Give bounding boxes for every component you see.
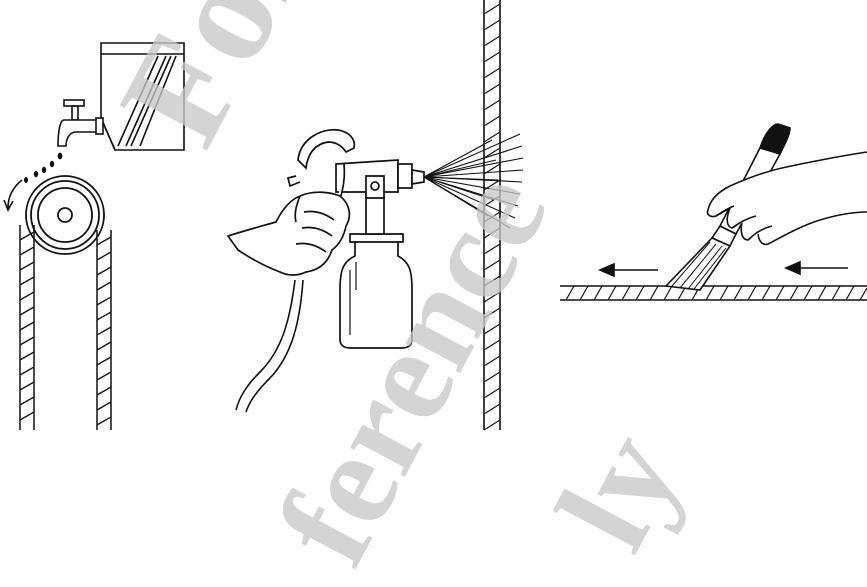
rope-loop-icon: [20, 225, 111, 430]
horizontal-rope-icon: [560, 286, 867, 300]
left-arrow-icon: [600, 262, 848, 276]
figure-canvas: For ference ly: [0, 0, 867, 434]
brush-panel: [560, 124, 867, 300]
watermark-line-3: ly: [535, 412, 703, 568]
drip-tap-panel: [4, 43, 184, 430]
paint-jar-icon: [340, 196, 412, 348]
pulley-wheel-icon: [26, 176, 104, 254]
tank-icon: [101, 43, 184, 150]
rotation-arrow-icon: [4, 180, 22, 210]
hand-holding-gun-icon: [228, 192, 349, 275]
spray-gun-panel: [228, 0, 523, 430]
spray-mist-icon: [424, 134, 523, 228]
line-drawing: [0, 0, 867, 434]
air-hose-icon: [236, 280, 303, 412]
tap-icon: [58, 100, 103, 146]
